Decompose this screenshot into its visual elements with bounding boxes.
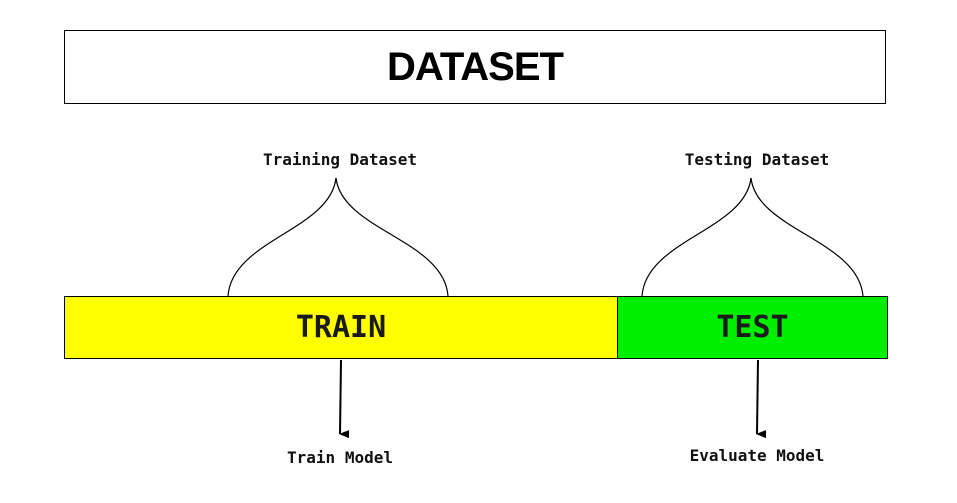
train-model-label: Train Model (287, 448, 393, 467)
train-segment: TRAIN (64, 296, 618, 359)
train-arrow (339, 359, 350, 439)
training-dataset-label: Training Dataset (262, 150, 418, 169)
dataset-title-box: DATASET (64, 30, 886, 104)
evaluate-model-label: Evaluate Model (689, 446, 825, 465)
testing-brace (641, 177, 864, 297)
test-segment: TEST (617, 296, 888, 359)
test-arrow (756, 359, 767, 439)
testing-dataset-label: Testing Dataset (684, 150, 830, 169)
test-segment-label: TEST (716, 310, 789, 345)
training-brace (227, 177, 449, 297)
dataset-title: DATASET (387, 44, 564, 89)
train-segment-label: TRAIN (295, 310, 387, 345)
